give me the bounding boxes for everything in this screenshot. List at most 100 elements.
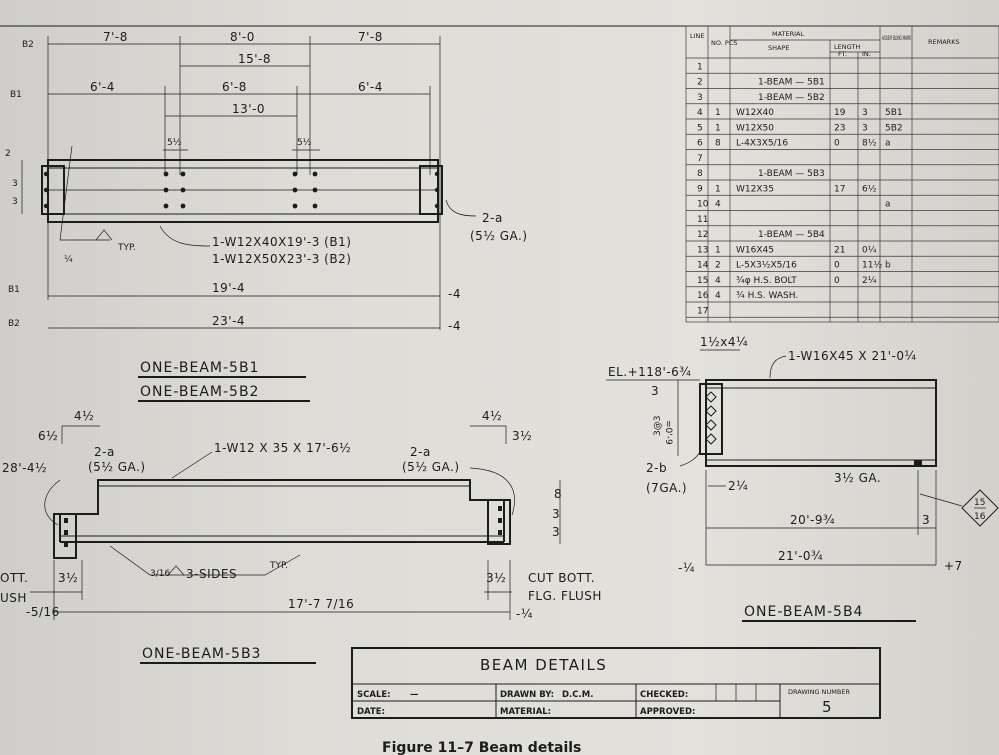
view-5b4: 1½x4¼ EL.+118'-6¾ 1-W16X45 X 21'-0¼ 3 3@…	[606, 335, 999, 622]
length-b2: 23'-4	[212, 314, 245, 328]
checked-label: CHECKED:	[640, 690, 688, 700]
end-bolts-right	[434, 171, 440, 209]
row-label-b2: B2	[22, 40, 34, 50]
title-5b4: ONE-BEAM-5B4	[744, 604, 863, 620]
title-block-border	[351, 647, 881, 719]
conn-mark: 2-a	[482, 211, 503, 225]
bevel-top: 15	[974, 498, 985, 508]
cope-w-left: 4½	[74, 409, 94, 423]
cope-w-right: 4½	[482, 409, 502, 423]
table-cell-shape: 1-BEAM — 5B3	[758, 169, 825, 179]
table-cell-pcs: 4	[715, 291, 721, 301]
table-cell-pcs: 1	[715, 123, 721, 133]
scale-label: SCALE:	[357, 690, 391, 700]
table-cell-line: 4	[697, 108, 703, 118]
gauge-right-5b4: 3½ GA.	[834, 471, 881, 485]
elevation: EL.+118'-6¾	[608, 365, 691, 379]
conn-left-leader	[44, 479, 61, 526]
table-cell-line: 15	[697, 276, 708, 286]
bevel-bottom: 16	[974, 512, 986, 522]
table-cell-line: 5	[697, 123, 703, 133]
end-bolts-left	[43, 171, 49, 209]
table-cell-line: 3	[697, 93, 703, 103]
material-table: LINE NO. PCS MATERIAL SHAPE LENGTH FT. I…	[685, 25, 999, 323]
right-dim-8: 8	[554, 487, 562, 501]
table-cell-line: 7	[697, 154, 703, 164]
weld-size: ¼	[64, 255, 73, 265]
conn-leader-5b4	[679, 451, 701, 467]
hdr-remarks: REMARKS	[928, 38, 960, 46]
dim-9: =0'-9	[663, 420, 673, 445]
conn-gauge-5b4: (7GA.)	[646, 481, 687, 495]
table-cell-in: 8½	[862, 139, 877, 149]
table-cell-shape: L-4X3X5/16	[736, 139, 788, 149]
callout-5b3: 1-W12 X 35 X 17'-6½	[214, 441, 351, 455]
beam-5b1-body	[47, 159, 439, 223]
bevel-leader	[919, 493, 963, 507]
table-cell-in: 3	[862, 108, 868, 118]
conn-leader	[445, 199, 477, 217]
weld-fillet-5b3	[167, 565, 185, 576]
right-note-1: CUT BOTT.	[528, 571, 595, 585]
callout-line1: 1-W12X40X19'-3 (B1)	[212, 235, 351, 249]
right-dim-3a: 3	[552, 507, 560, 521]
callout-line2: 1-W12X50X23'-3 (B2)	[212, 252, 351, 266]
table-cell-mark: 5B1	[885, 108, 903, 118]
inner-len: 20'-9¾	[790, 513, 835, 527]
table-cell-shape: 1-BEAM — 5B2	[758, 93, 825, 103]
table-cell-ft: 0	[834, 139, 840, 149]
title-block: BEAM DETAILS SCALE: — DATE: DRAWN BY: D.…	[351, 647, 881, 719]
left-dim-mid1: 3	[12, 179, 18, 189]
hdr-mark: ASSEM BLING MARK	[882, 34, 911, 42]
table-cell-in: 3	[862, 123, 868, 133]
left-dim-mid2: 3	[12, 197, 18, 207]
table-cell-line: 6	[697, 139, 703, 149]
callout-5b4: 1-W16X45 X 21'-0¼	[788, 349, 917, 363]
weld-fillet-symbol	[95, 229, 113, 241]
bevel-diamond	[961, 489, 999, 527]
left-tab-1: OTT.	[0, 571, 28, 585]
overall-len: 21'-0¾	[778, 549, 823, 563]
drawing-title: BEAM DETAILS	[480, 656, 607, 674]
table-cell-ft: 17	[834, 184, 845, 194]
right-minus: -¼	[516, 607, 533, 621]
b2-span: 15'-8	[238, 52, 271, 66]
view-5b3: 4½ 6½ 4½ 3½ 28'-4½ 2-a (5½ GA.) 2-a (5½ …	[0, 409, 601, 664]
minus-b1: -4	[448, 287, 461, 301]
table-cell-ft: 0	[834, 276, 840, 286]
beam-5b3-top-outline	[59, 479, 505, 542]
end-dim-5b4: 3	[922, 513, 930, 527]
left-tab-3: 3½	[58, 571, 78, 585]
end-angle-5b4	[699, 383, 723, 455]
callout-leader-5b3	[171, 451, 213, 479]
table-cell-mark: b	[885, 261, 891, 271]
table-border	[685, 25, 999, 323]
conn-left-gauge: (5½ GA.)	[88, 460, 146, 474]
angle-note: 1½x4¼	[700, 335, 748, 349]
b2-dim-3: 7'-8	[358, 30, 383, 44]
b1-dim-2: 6'-8	[222, 80, 247, 94]
end-angle-left-5b3	[53, 513, 77, 559]
table-cell-line: 13	[697, 245, 708, 255]
weld-typ: TYP.	[117, 243, 136, 253]
title-5b3: ONE-BEAM-5B3	[142, 646, 261, 662]
table-cell-line: 14	[697, 261, 709, 271]
table-cell-line: 12	[697, 230, 708, 240]
scale-value: —	[410, 690, 419, 700]
table-cell-pcs: 4	[715, 276, 721, 286]
table-cell-shape: W12X50	[736, 123, 774, 133]
hdr-shape: SHAPE	[768, 44, 790, 52]
view-5b1-5b2: B2 B1 7'-8 8'-0 7'-8 15'-8 6'-4 6'-8 6'-…	[5, 30, 527, 402]
table-cell-line: 17	[697, 306, 708, 316]
right-dim-3b: 3	[552, 525, 560, 539]
weld-leader	[59, 145, 110, 241]
table-cell-line: 11	[697, 215, 708, 225]
table-cell-pcs: 4	[715, 200, 721, 210]
date-label: DATE:	[357, 707, 385, 717]
table-cell-ft: 23	[834, 123, 845, 133]
cope-d-right: 3½	[512, 429, 532, 443]
cope-mark-5b4	[914, 460, 922, 466]
table-cell-line: 9	[697, 184, 703, 194]
